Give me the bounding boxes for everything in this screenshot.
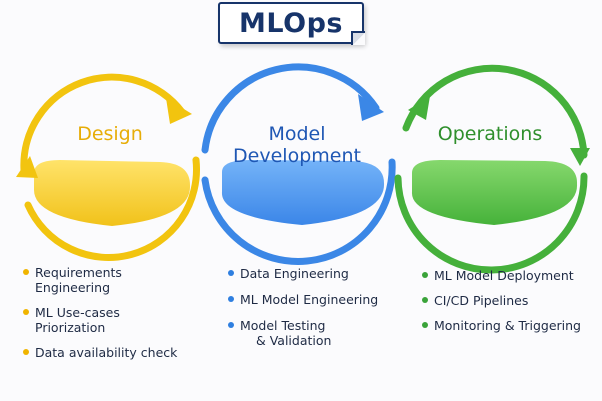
operations-ring	[402, 64, 588, 159]
bullet-icon	[422, 322, 428, 328]
bullet-icon	[422, 272, 428, 278]
operations-arrow-icon	[408, 96, 430, 120]
bullet-icon	[23, 269, 29, 275]
list-item: Model Testing & Validation	[228, 318, 410, 348]
development-arrow-icon	[358, 94, 384, 121]
design-label: Design	[77, 123, 143, 145]
bullet-icon	[23, 349, 29, 355]
operations-label: Operations	[437, 123, 543, 145]
operations-ring-lower	[394, 172, 588, 274]
operations-list: ML Model Deployment CI/CD Pipelines Moni…	[422, 268, 602, 343]
list-item: Data availability check	[23, 345, 205, 360]
list-item: ML Model Deployment	[422, 268, 602, 283]
bullet-icon	[23, 309, 29, 315]
development-ring-lower	[201, 158, 396, 265]
list-item: Monitoring & Triggering	[422, 318, 602, 333]
development-label-line2: Development	[233, 145, 361, 167]
page-fold-icon	[351, 31, 365, 45]
bullet-icon	[228, 322, 234, 328]
operations-cycle	[394, 64, 590, 274]
development-ring	[201, 63, 380, 154]
operations-fill	[411, 160, 578, 225]
development-label: Model Development	[222, 123, 372, 167]
development-list: Data Engineering ML Model Engineering Mo…	[228, 266, 410, 359]
list-item: CI/CD Pipelines	[422, 293, 602, 308]
bullet-icon	[228, 296, 234, 302]
development-fill	[221, 160, 385, 225]
design-ring	[20, 73, 186, 174]
list-item: Data Engineering	[228, 266, 410, 281]
design-list: Requirements Engineering ML Use-cases Pr…	[23, 265, 205, 370]
design-fill	[34, 160, 191, 226]
list-item: ML Model Engineering	[228, 292, 410, 307]
title-box: MLOps	[218, 2, 365, 45]
development-cycle	[201, 63, 396, 265]
design-arrow-icon-2	[16, 156, 38, 178]
design-arrow-icon	[166, 98, 192, 124]
design-cycle	[16, 73, 200, 261]
development-label-line1: Model	[268, 123, 326, 145]
bullet-icon	[228, 270, 234, 276]
design-ring-lower	[24, 156, 200, 261]
list-item: ML Use-cases Priorization	[23, 305, 205, 335]
page-title: MLOps	[239, 7, 343, 39]
list-item: Requirements Engineering	[23, 265, 205, 295]
operations-arrow-icon-2	[570, 148, 590, 166]
bullet-icon	[422, 297, 428, 303]
